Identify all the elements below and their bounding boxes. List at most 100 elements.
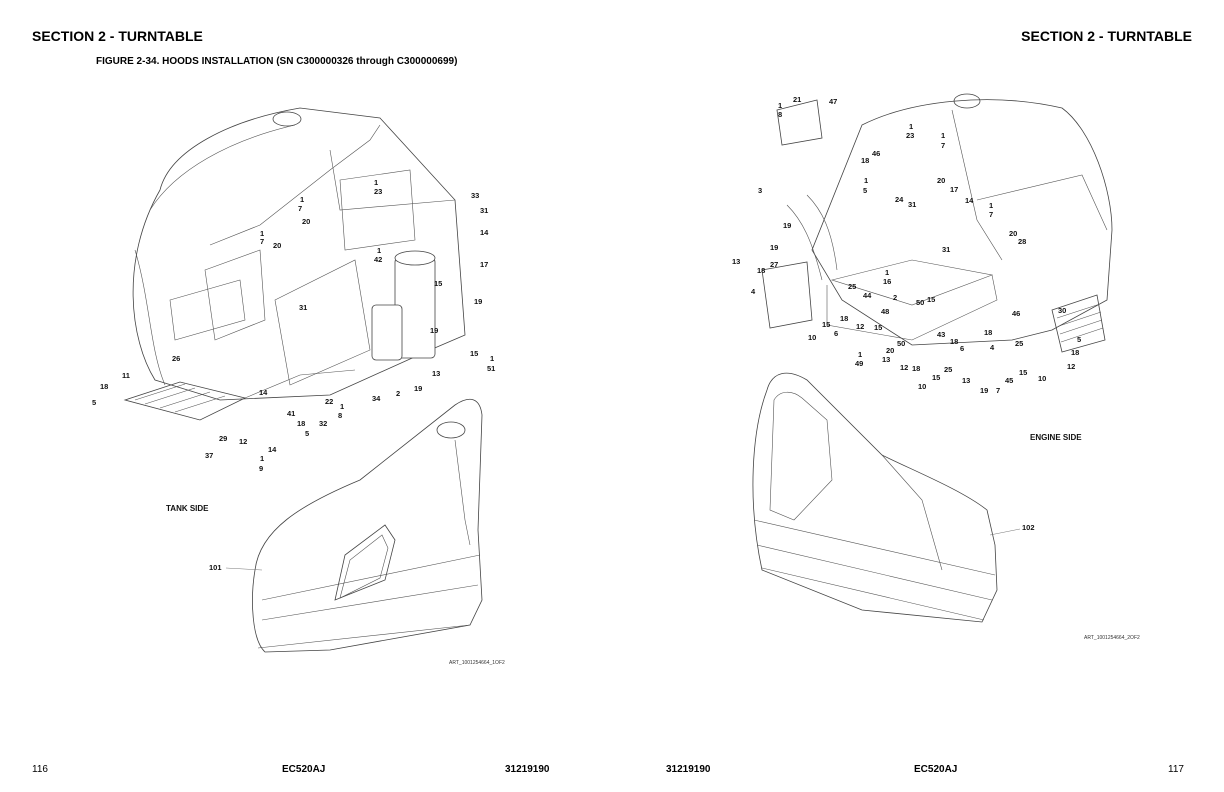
svg-text:1: 1 (885, 268, 889, 277)
svg-text:20: 20 (273, 241, 281, 250)
svg-text:7: 7 (260, 237, 264, 246)
svg-text:41: 41 (287, 409, 295, 418)
svg-text:31: 31 (299, 303, 307, 312)
model-right: EC520AJ (914, 764, 958, 775)
svg-text:12: 12 (856, 322, 864, 331)
svg-text:30: 30 (1058, 306, 1066, 315)
svg-text:1: 1 (858, 350, 862, 359)
svg-text:1: 1 (989, 201, 993, 210)
svg-text:18: 18 (950, 337, 958, 346)
svg-text:12: 12 (239, 437, 247, 446)
svg-text:15: 15 (1019, 368, 1027, 377)
svg-text:25: 25 (944, 365, 952, 374)
svg-text:46: 46 (1012, 309, 1020, 318)
art-id-right: ART_1001254664_2OF2 (1084, 635, 1140, 641)
svg-text:14: 14 (480, 228, 489, 237)
svg-text:2: 2 (396, 389, 400, 398)
svg-text:21: 21 (793, 95, 801, 104)
svg-text:51: 51 (487, 364, 495, 373)
svg-text:19: 19 (430, 326, 438, 335)
svg-text:18: 18 (297, 419, 305, 428)
svg-text:10: 10 (918, 382, 926, 391)
engine-side-illustration: 21 18 47 123 17 46 18 15 20 17 24 31 14 … (732, 93, 1140, 641)
svg-text:14: 14 (259, 388, 268, 397)
svg-text:31: 31 (480, 206, 488, 215)
svg-text:1: 1 (864, 176, 868, 185)
svg-text:2: 2 (893, 293, 897, 302)
svg-text:13: 13 (732, 257, 740, 266)
svg-text:31: 31 (908, 200, 916, 209)
svg-text:19: 19 (414, 384, 422, 393)
section-title-right: SECTION 2 - TURNTABLE (1021, 28, 1192, 44)
svg-text:20: 20 (302, 217, 310, 226)
svg-text:1: 1 (778, 101, 782, 110)
model-left: EC520AJ (282, 764, 326, 775)
svg-text:8: 8 (338, 411, 342, 420)
svg-text:24: 24 (895, 195, 904, 204)
svg-text:32: 32 (319, 419, 327, 428)
svg-text:18: 18 (840, 314, 848, 323)
svg-text:18: 18 (757, 266, 765, 275)
svg-text:18: 18 (100, 382, 108, 391)
svg-text:20: 20 (937, 176, 945, 185)
page-number-left: 116 (32, 764, 48, 775)
svg-text:4: 4 (751, 287, 756, 296)
svg-text:1: 1 (490, 354, 494, 363)
svg-text:11: 11 (122, 371, 130, 380)
svg-text:7: 7 (298, 204, 302, 213)
svg-text:8: 8 (778, 110, 782, 119)
svg-text:1: 1 (377, 246, 381, 255)
svg-text:22: 22 (325, 397, 333, 406)
svg-text:1: 1 (260, 229, 264, 238)
svg-text:14: 14 (268, 445, 277, 454)
svg-text:31: 31 (942, 245, 950, 254)
svg-text:6: 6 (834, 329, 838, 338)
svg-text:15: 15 (927, 295, 935, 304)
section-title-left: SECTION 2 - TURNTABLE (32, 28, 203, 44)
svg-text:15: 15 (434, 279, 442, 288)
tank-side-illustration: 123 33 31 14 17 17 20 17 20 142 15 19 31… (92, 107, 505, 666)
svg-text:5: 5 (1077, 335, 1081, 344)
svg-text:1: 1 (260, 454, 264, 463)
svg-text:16: 16 (883, 277, 891, 286)
document-number-right: 31219190 (666, 764, 711, 775)
svg-text:13: 13 (432, 369, 440, 378)
tank-side-label: TANK SIDE (166, 504, 209, 513)
svg-text:1: 1 (340, 402, 344, 411)
svg-text:19: 19 (474, 297, 482, 306)
svg-text:5: 5 (92, 398, 96, 407)
svg-text:45: 45 (1005, 376, 1013, 385)
svg-text:7: 7 (996, 386, 1000, 395)
svg-text:13: 13 (882, 355, 890, 364)
svg-text:1: 1 (909, 122, 913, 131)
art-id-left: ART_1001254664_1OF2 (449, 660, 505, 666)
svg-text:33: 33 (471, 191, 479, 200)
svg-text:6: 6 (960, 344, 964, 353)
svg-text:15: 15 (822, 320, 830, 329)
svg-text:12: 12 (1067, 362, 1075, 371)
svg-text:1: 1 (300, 195, 304, 204)
svg-text:49: 49 (855, 359, 863, 368)
svg-text:42: 42 (374, 255, 382, 264)
svg-text:4: 4 (990, 343, 995, 352)
svg-text:19: 19 (980, 386, 988, 395)
svg-text:50: 50 (916, 298, 924, 307)
svg-text:5: 5 (305, 429, 309, 438)
svg-text:7: 7 (989, 210, 993, 219)
svg-text:25: 25 (1015, 339, 1023, 348)
svg-text:18: 18 (984, 328, 992, 337)
svg-text:19: 19 (783, 221, 791, 230)
svg-text:47: 47 (829, 97, 837, 106)
svg-text:15: 15 (874, 323, 882, 332)
svg-text:18: 18 (912, 364, 920, 373)
svg-text:48: 48 (881, 307, 889, 316)
svg-text:101: 101 (209, 563, 222, 572)
svg-text:25: 25 (848, 282, 856, 291)
svg-text:9: 9 (259, 464, 263, 473)
svg-text:37: 37 (205, 451, 213, 460)
svg-text:19: 19 (770, 243, 778, 252)
svg-text:3: 3 (758, 186, 762, 195)
svg-text:17: 17 (480, 260, 488, 269)
svg-text:102: 102 (1022, 523, 1035, 532)
svg-text:10: 10 (808, 333, 816, 342)
